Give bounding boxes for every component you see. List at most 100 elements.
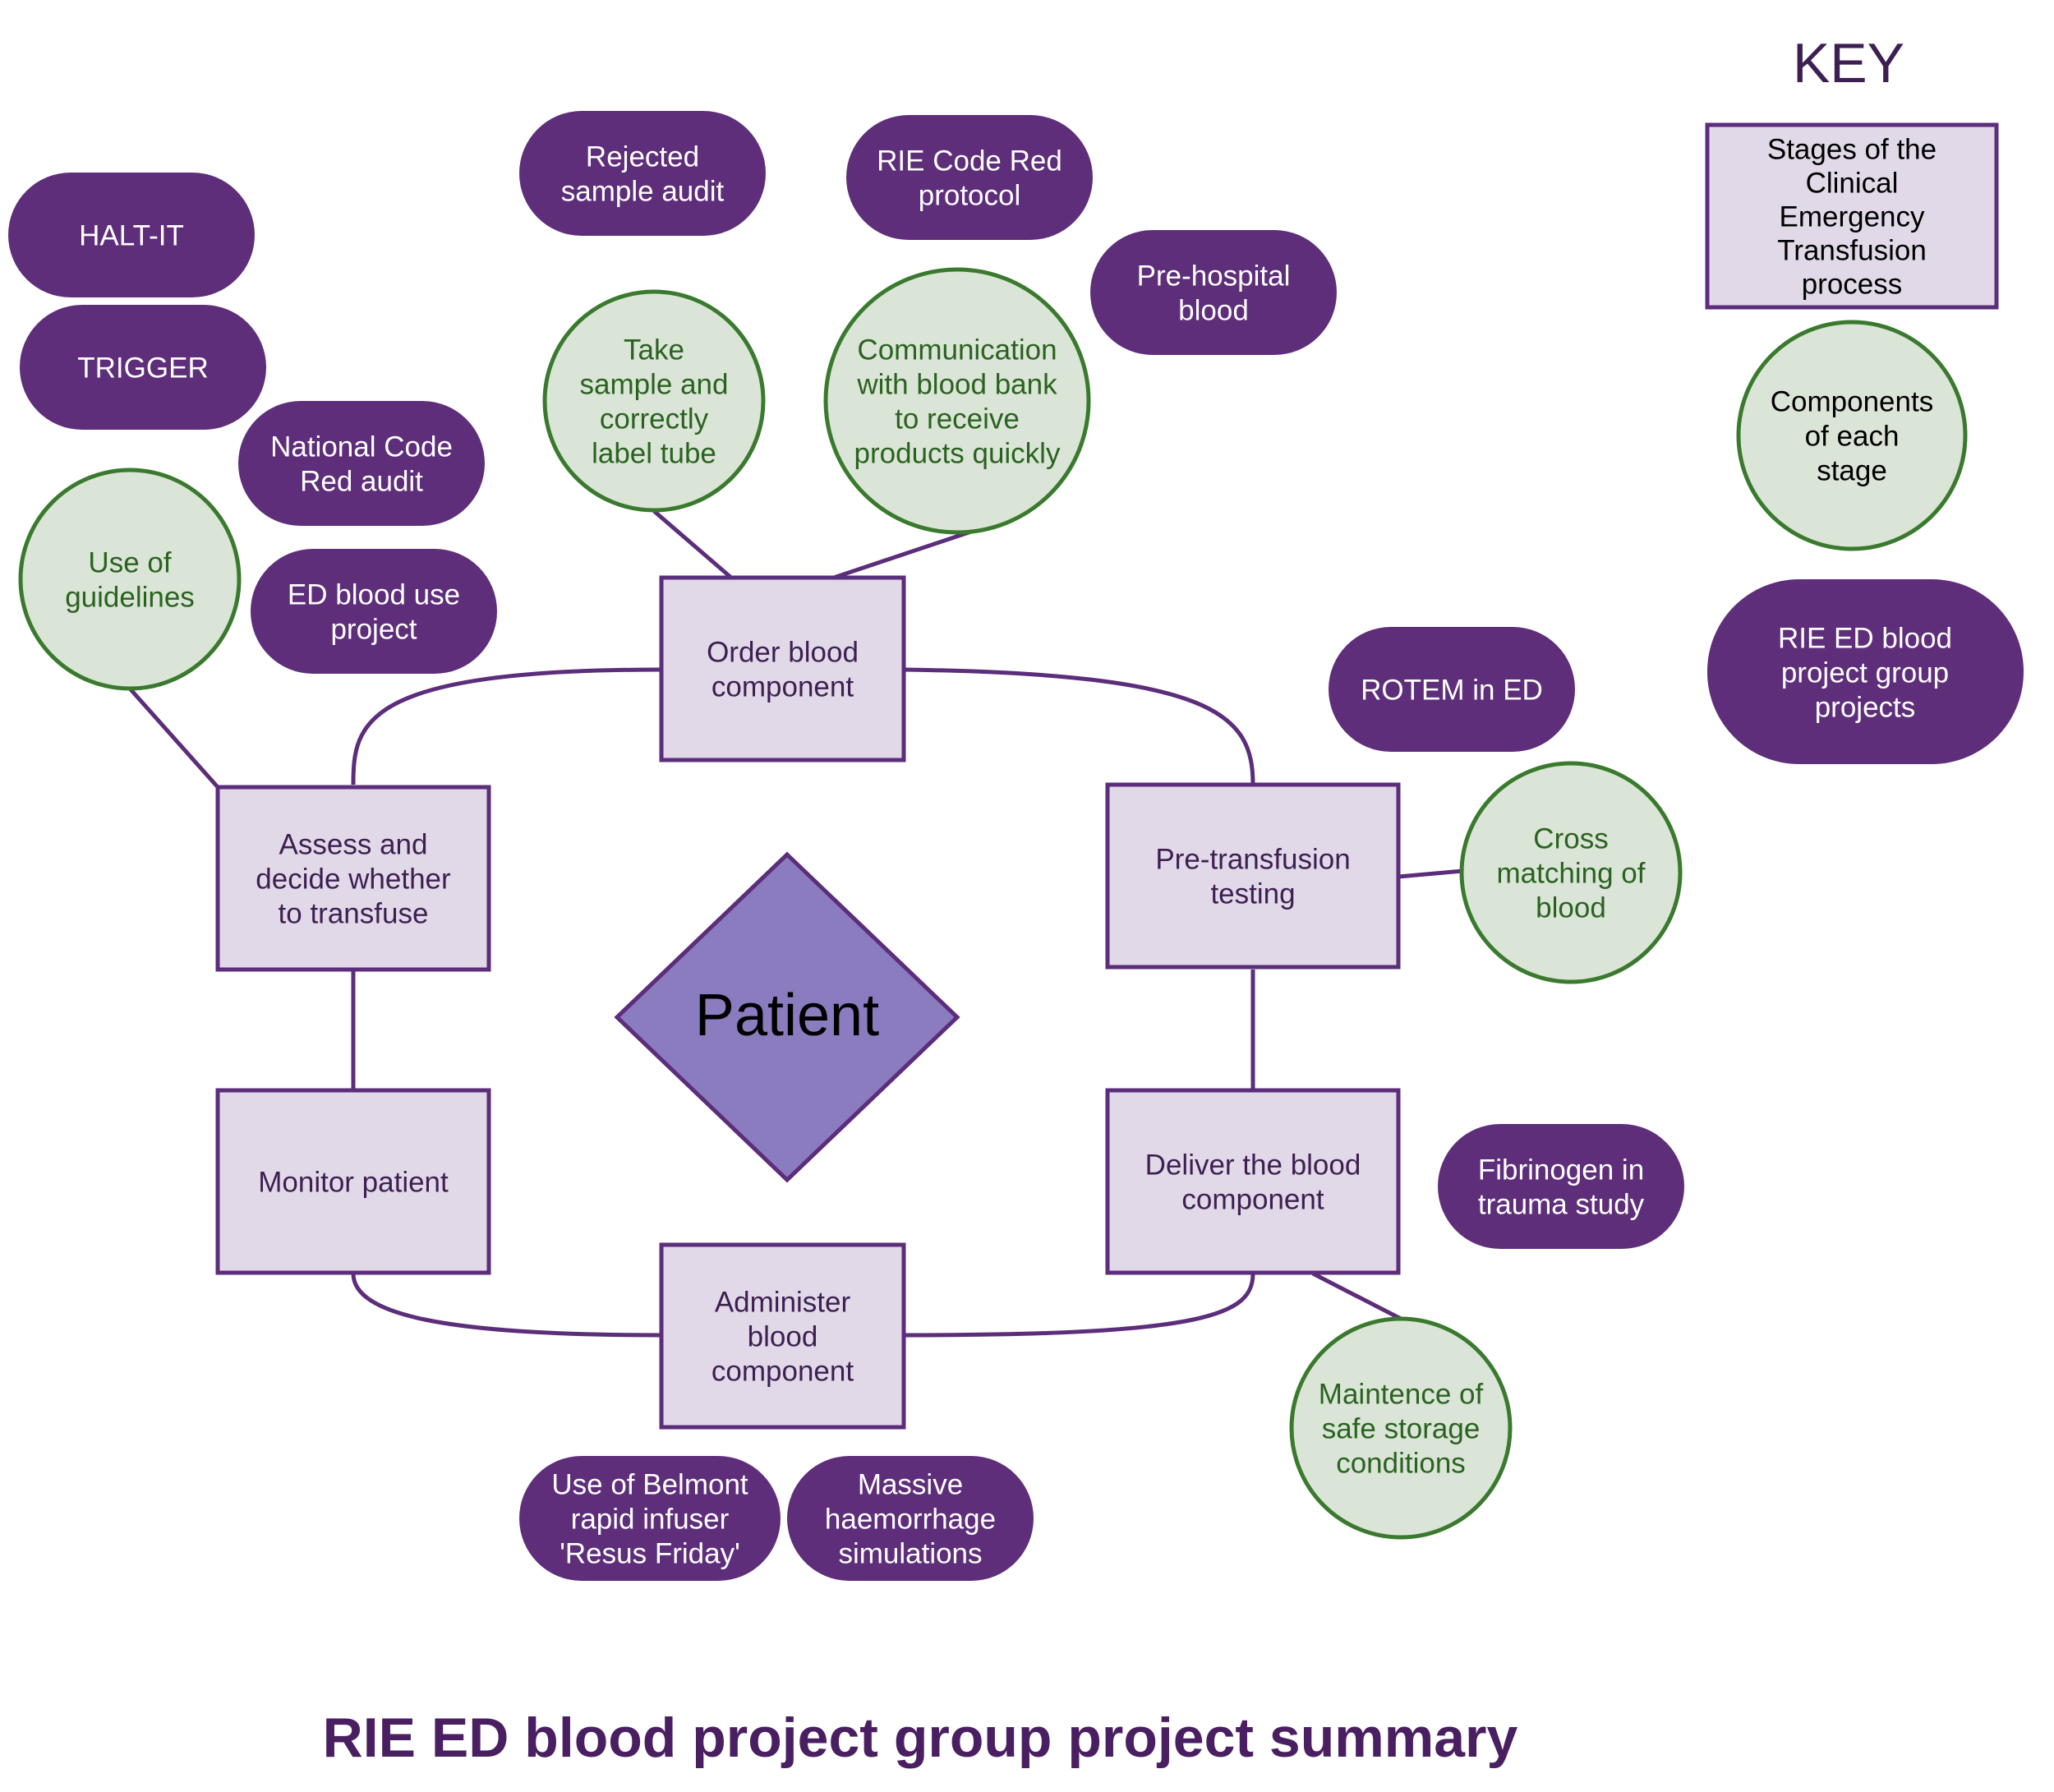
stage-pretest-box — [1105, 782, 1401, 970]
project-rejected-sample-line: Rejected — [586, 141, 699, 173]
stage-deliver-line: Deliver the blood — [1145, 1149, 1361, 1181]
project-pill — [1438, 1124, 1684, 1249]
project-pill — [519, 1456, 781, 1581]
stage-pretest-line: Pre-transfusion — [1155, 843, 1350, 875]
stage-order-line: Order blood — [707, 636, 859, 668]
component-sample-line: correctly — [600, 403, 709, 435]
stage-assess-box — [215, 785, 491, 972]
project-pill — [1090, 230, 1337, 355]
stage-assess-line: decide whether — [256, 863, 451, 895]
project-pill — [251, 549, 497, 674]
component-sample-circle — [542, 289, 766, 513]
stage-order-line: component — [712, 670, 854, 703]
component-storage-line: safe storage — [1322, 1412, 1481, 1444]
project-belmont-line: Use of Belmont — [551, 1468, 748, 1500]
patient-label: Patient — [695, 983, 879, 1048]
project-rie-code-red-line: RIE Code Red — [877, 145, 1062, 177]
project-rotem: ROTEM in ED — [1329, 627, 1575, 752]
component-guidelines-line: guidelines — [65, 581, 195, 613]
key-stage-line: Stages of the — [1767, 133, 1937, 165]
component-sample-line: Take — [624, 334, 684, 366]
patient-node: Patient — [614, 851, 960, 1183]
key-stage-line: Clinical — [1806, 167, 1899, 199]
project-national-code-red-line: National Code — [270, 431, 453, 463]
stage-assess-line: Assess and — [279, 828, 428, 860]
project-pill — [20, 305, 266, 430]
project-trigger: TRIGGER — [20, 305, 266, 430]
connector-deliver-administer — [903, 1273, 1255, 1338]
project-haltit: HALT-IT — [8, 173, 255, 297]
connector-deliver-storage — [1311, 1271, 1402, 1321]
project-fibrinogen-line: Fibrinogen in — [1478, 1154, 1644, 1186]
project-pill — [519, 111, 766, 236]
stage-monitor-line: Monitor patient — [258, 1166, 449, 1198]
connector-assess-guidelines — [128, 687, 219, 789]
connector-administer-monitor — [351, 1273, 662, 1338]
connectors — [128, 509, 1463, 1338]
project-prehospital-line: Pre-hospital — [1137, 260, 1291, 292]
component-communication-circle — [823, 267, 1091, 535]
stage-administer-line: Administer — [715, 1286, 851, 1318]
project-massive-haemorrhage-line: Massive — [858, 1468, 963, 1500]
stage-deliver-box — [1105, 1088, 1401, 1275]
key-component-circle — [1736, 320, 1968, 551]
project-haltit-line: HALT-IT — [79, 219, 184, 251]
key-stage-box — [1705, 122, 1999, 310]
component-sample-line: sample and — [580, 368, 729, 400]
project-ed-blood-use-line: project — [330, 613, 417, 645]
key-legend: KEY Stages of theClinicalEmergencyTransf… — [1705, 32, 2024, 764]
component-crossmatch-circle — [1459, 761, 1683, 984]
stage-assess-line: to transfuse — [279, 897, 429, 929]
component-crossmatch-line: matching of — [1497, 857, 1646, 889]
connector-assess-order — [351, 667, 662, 785]
component-sample-line: label tube — [592, 437, 716, 469]
project-pill — [787, 1456, 1034, 1581]
component-communication-line: with blood bank — [856, 368, 1057, 400]
stage-administer-box — [659, 1242, 906, 1430]
component-crossmatch-line: Cross — [1533, 822, 1608, 855]
key-component-line: of each — [1805, 420, 1900, 452]
key-project-line: projects — [1815, 691, 1916, 723]
page-title: RIE ED blood project group project summa… — [323, 1707, 1518, 1769]
key-stage-sample: Stages of theClinicalEmergencyTransfusio… — [1705, 122, 1999, 310]
stage-monitor: Monitor patient — [215, 1088, 491, 1275]
stage-deliver-line: component — [1181, 1183, 1324, 1215]
project-massive-haemorrhage-line: haemorrhage — [825, 1503, 996, 1535]
project-belmont-line: 'Resus Friday' — [560, 1537, 740, 1569]
project-rejected-sample-line: sample audit — [561, 175, 725, 207]
key-heading: KEY — [1793, 32, 1904, 94]
key-component-line: stage — [1817, 454, 1887, 486]
key-project-line: project group — [1781, 656, 1949, 689]
project-rie-code-red-line: protocol — [919, 179, 1021, 211]
stage-pretest-line: testing — [1210, 878, 1295, 910]
project-ed-blood-use-line: ED blood use — [288, 578, 460, 610]
project-rotem-line: ROTEM in ED — [1361, 674, 1543, 706]
project-belmont-line: rapid infuser — [571, 1503, 730, 1535]
component-crossmatch-line: blood — [1536, 891, 1606, 924]
connector-pretest-crossmatch — [1398, 868, 1463, 879]
project-prehospital-line: blood — [1178, 294, 1249, 326]
project-pill — [8, 173, 255, 297]
project-pill — [1329, 627, 1575, 752]
stage-administer-line: component — [712, 1355, 854, 1387]
key-component-line: Components — [1771, 385, 1933, 417]
